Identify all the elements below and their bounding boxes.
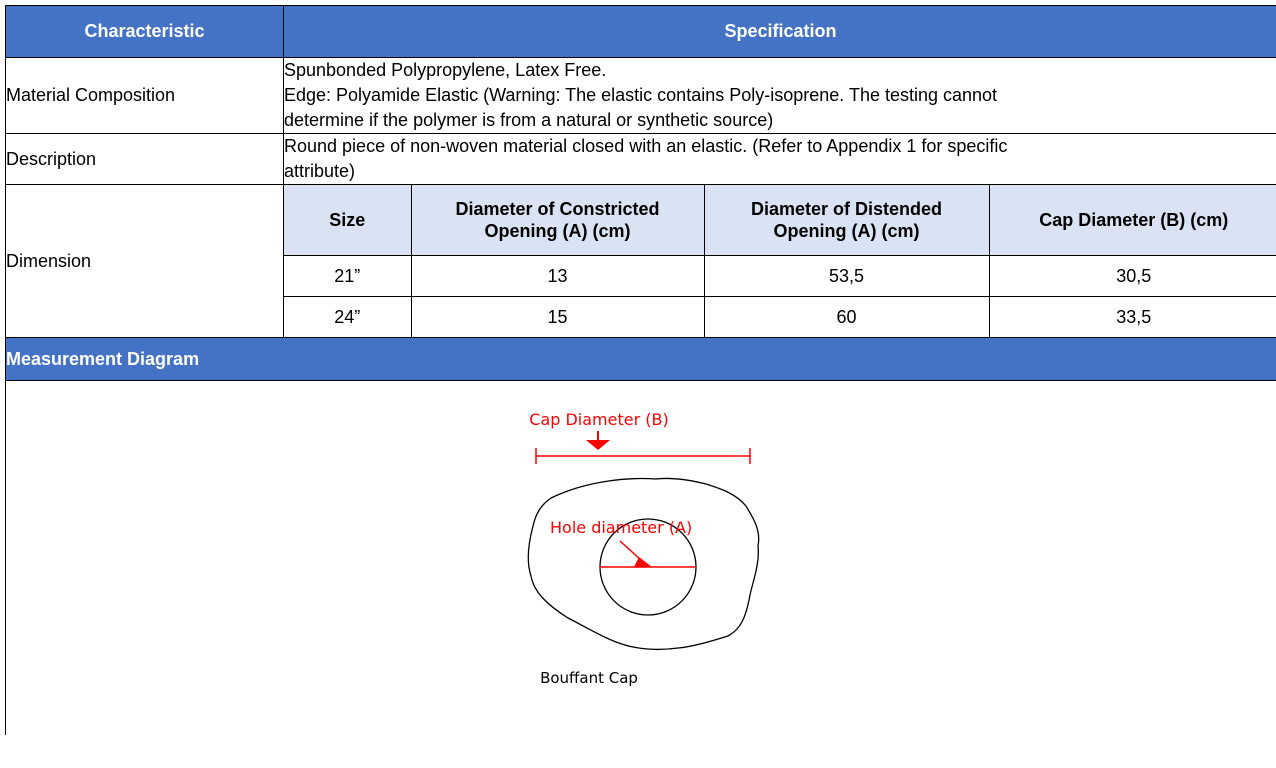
description-label: Description bbox=[5, 133, 284, 185]
dimension-row: Dimension Size Diameter of Constricted O… bbox=[5, 184, 1276, 338]
material-label: Material Composition bbox=[5, 57, 284, 134]
material-line-1: Spunbonded Polypropylene, Latex Free. bbox=[284, 60, 607, 80]
distended-header-line-1: Diameter of Distended bbox=[750, 199, 943, 219]
description-value: Round piece of non-woven material closed… bbox=[283, 133, 1276, 185]
constricted-header-line-1: Diameter of Constricted bbox=[455, 199, 660, 219]
bouffant-cap-diagram: Cap Diameter (B) Hole diameter (A) bbox=[527, 410, 760, 687]
distended-cell: 60 bbox=[703, 296, 990, 337]
dimension-label: Dimension bbox=[5, 184, 284, 338]
header-row: Characteristic Specification bbox=[5, 5, 1276, 58]
description-line-2: attribute) bbox=[284, 161, 356, 181]
cap-diameter-label: Cap Diameter (B) bbox=[529, 410, 668, 429]
cap-diameter-arrow-head bbox=[586, 440, 610, 450]
material-row: Material Composition Spunbonded Polyprop… bbox=[5, 57, 1276, 134]
constricted-cell: 13 bbox=[410, 255, 705, 297]
specification-table: Characteristic Specification Material Co… bbox=[5, 5, 1276, 735]
specification-header: Specification bbox=[283, 5, 1276, 58]
measurement-diagram-header: Measurement Diagram bbox=[5, 337, 1276, 381]
diagram-caption: Bouffant Cap bbox=[540, 669, 638, 687]
dimension-value: Size Diameter of Constricted Opening (A)… bbox=[283, 184, 1276, 338]
diagram-row: Cap Diameter (B) Hole diameter (A) bbox=[5, 380, 1276, 735]
characteristic-header: Characteristic bbox=[5, 5, 284, 58]
dimension-header-row: Size Diameter of Constricted Opening (A)… bbox=[284, 185, 1276, 256]
constricted-header-line-2: Opening (A) (cm) bbox=[484, 221, 631, 241]
hole-pointer-line bbox=[619, 540, 643, 562]
material-line-2: Edge: Polyamide Elastic (Warning: The el… bbox=[284, 85, 998, 105]
size-column-header: Size bbox=[284, 185, 412, 256]
constricted-cell: 15 bbox=[410, 296, 705, 337]
table-row: 24” 15 60 33,5 bbox=[284, 296, 1276, 337]
distended-cell: 53,5 bbox=[703, 255, 990, 297]
material-value: Spunbonded Polypropylene, Latex Free. Ed… bbox=[283, 57, 1276, 134]
size-column-header-line: Size bbox=[329, 210, 366, 230]
hole-pointer-head bbox=[634, 557, 652, 567]
constricted-column-header: Diameter of Constricted Opening (A) (cm) bbox=[410, 185, 705, 256]
cap-diameter-cell: 30,5 bbox=[988, 255, 1276, 297]
hole-diameter-label: Hole diameter (A) bbox=[550, 518, 692, 537]
cap-diameter-header-line: Cap Diameter (B) (cm) bbox=[1039, 210, 1229, 230]
description-line-1: Round piece of non-woven material closed… bbox=[284, 136, 1008, 156]
distended-header-line-2: Opening (A) (cm) bbox=[773, 221, 920, 241]
diagram-header-row: Measurement Diagram bbox=[5, 337, 1276, 381]
size-cell: 24” bbox=[284, 296, 412, 337]
size-cell: 21” bbox=[284, 255, 412, 297]
description-row: Description Round piece of non-woven mat… bbox=[5, 133, 1276, 185]
cap-diameter-cell: 33,5 bbox=[988, 296, 1276, 337]
cap-diameter-column-header: Cap Diameter (B) (cm) bbox=[988, 185, 1276, 256]
table-row: 21” 13 53,5 30,5 bbox=[284, 255, 1276, 297]
diagram-cell: Cap Diameter (B) Hole diameter (A) bbox=[5, 380, 1276, 735]
dimension-table: Size Diameter of Constricted Opening (A)… bbox=[284, 185, 1276, 337]
cap-outline bbox=[527, 477, 760, 650]
material-line-3: determine if the polymer is from a natur… bbox=[284, 110, 774, 130]
distended-column-header: Diameter of Distended Opening (A) (cm) bbox=[703, 185, 990, 256]
